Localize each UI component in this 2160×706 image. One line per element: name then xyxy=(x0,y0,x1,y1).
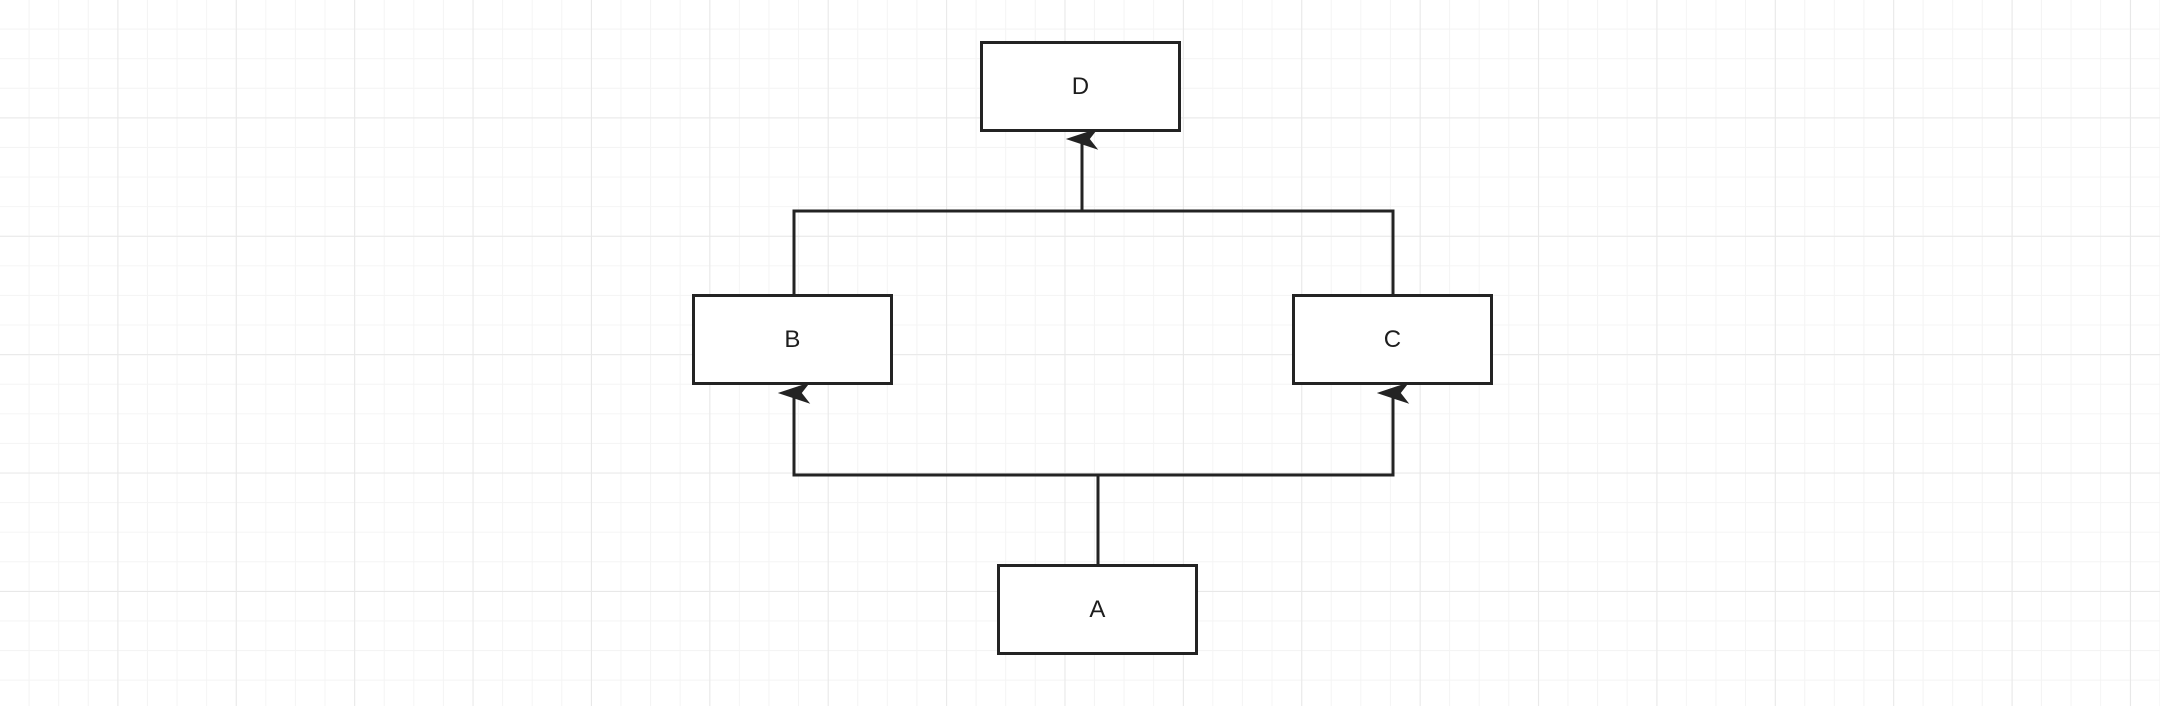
node-d-label: D xyxy=(1071,72,1090,100)
node-c-label: C xyxy=(1383,325,1402,353)
node-b-label: B xyxy=(784,325,801,353)
node-c[interactable]: C xyxy=(1292,294,1493,385)
edge-b-to-d[interactable] xyxy=(792,209,1082,294)
node-a[interactable]: A xyxy=(997,564,1198,655)
node-b[interactable]: B xyxy=(692,294,893,385)
edge-c-to-d[interactable] xyxy=(1082,209,1395,294)
node-a-label: A xyxy=(1089,595,1106,623)
edge-a-to-b[interactable] xyxy=(777,382,1100,564)
edge-a-to-c[interactable] xyxy=(1098,382,1410,477)
node-d[interactable]: D xyxy=(980,41,1181,132)
